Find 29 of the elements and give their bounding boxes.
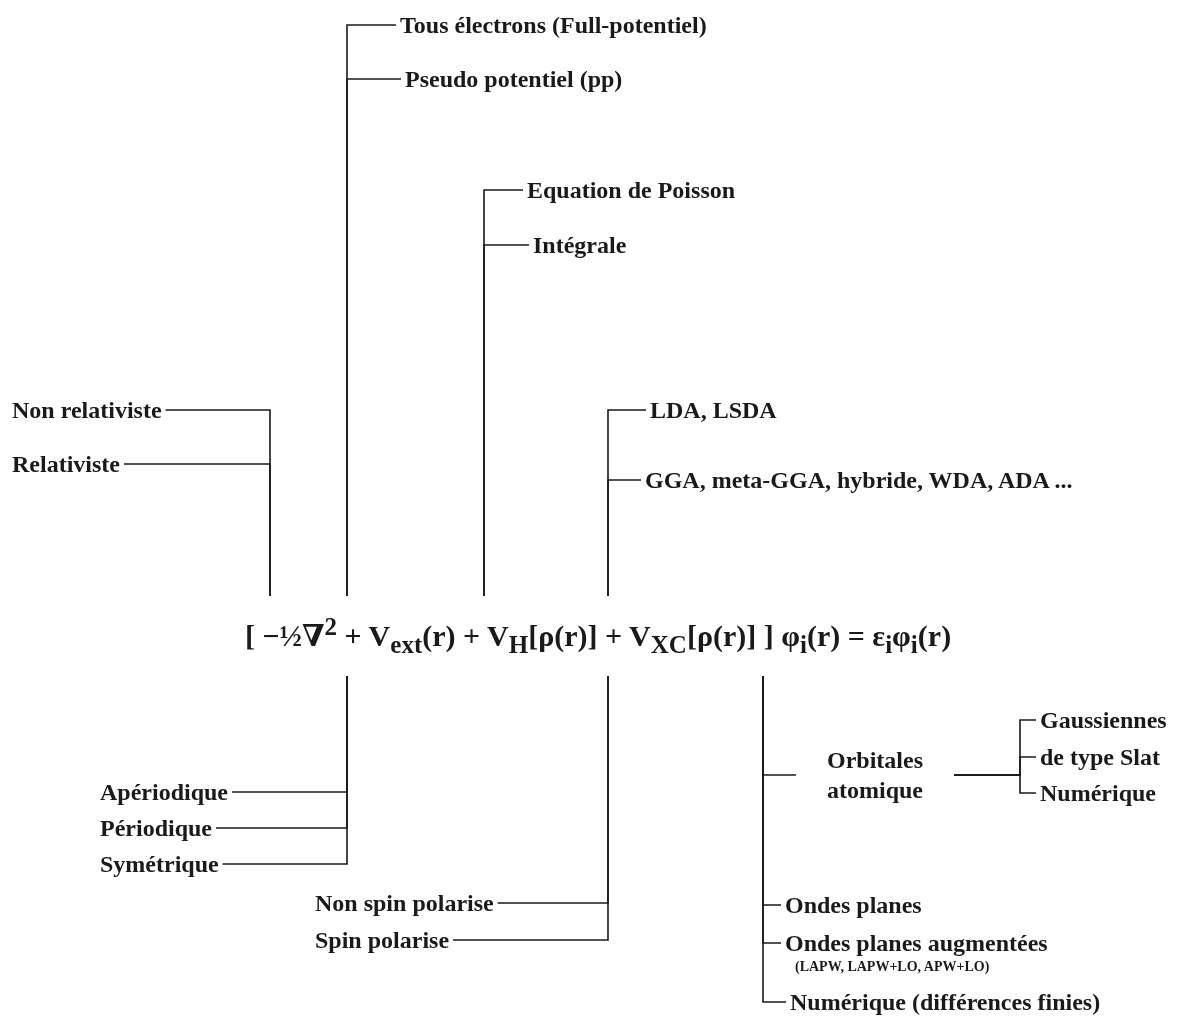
connector-line	[452, 675, 609, 941]
connector-line	[123, 463, 271, 597]
branch-label: LDA, LSDA	[650, 395, 777, 425]
branch-label: de type Slat	[1040, 742, 1160, 772]
branch-label: Ondes planes	[785, 890, 922, 920]
branch-label: Non spin polarise	[315, 888, 494, 918]
branch-label: Orbitales atomique	[800, 745, 950, 805]
branch-label: Non relativiste	[12, 395, 162, 425]
branch-label: Symétrique	[100, 849, 219, 879]
branch-label: Equation de Poisson	[527, 175, 736, 205]
equation: [ −½∇$^{2}$ + V$_{ext}$(r) + V$_{H}$[ρ(r)] + V$_{XC}$[ρ(r)] ] φ$_{i}$(r) = ε$_{i}$φ$_{i}$(r)	[198, 596, 998, 676]
connector-line	[762, 675, 787, 1003]
branch-label: Relativiste	[12, 449, 120, 479]
connector-line	[953, 774, 1037, 794]
branch-label: Numérique (différences finies)	[790, 987, 1101, 1017]
branch-label: Numérique	[1040, 778, 1156, 808]
branch-label: Spin polarise	[315, 925, 450, 955]
connector-line	[221, 675, 348, 865]
branch-label: Ondes planes augmentées (LAPW, LAPW+LO, APW+LO)	[785, 928, 1048, 976]
branch-label: Gaussiennes	[1040, 705, 1167, 735]
branch-label: Périodique	[100, 813, 212, 843]
branch-label: Apériodique	[100, 777, 228, 807]
branch-label: Intégrale	[533, 230, 627, 260]
connector-line	[607, 479, 642, 597]
branch-label: GGA, meta-GGA, hybride, WDA, ADA ...	[645, 465, 1125, 495]
branch-label: Tous électrons (Full-potentiel)	[400, 10, 707, 40]
branch-label: Pseudo potentiel (pp)	[405, 64, 623, 94]
connector-line	[346, 78, 402, 597]
connector-line	[483, 244, 530, 597]
